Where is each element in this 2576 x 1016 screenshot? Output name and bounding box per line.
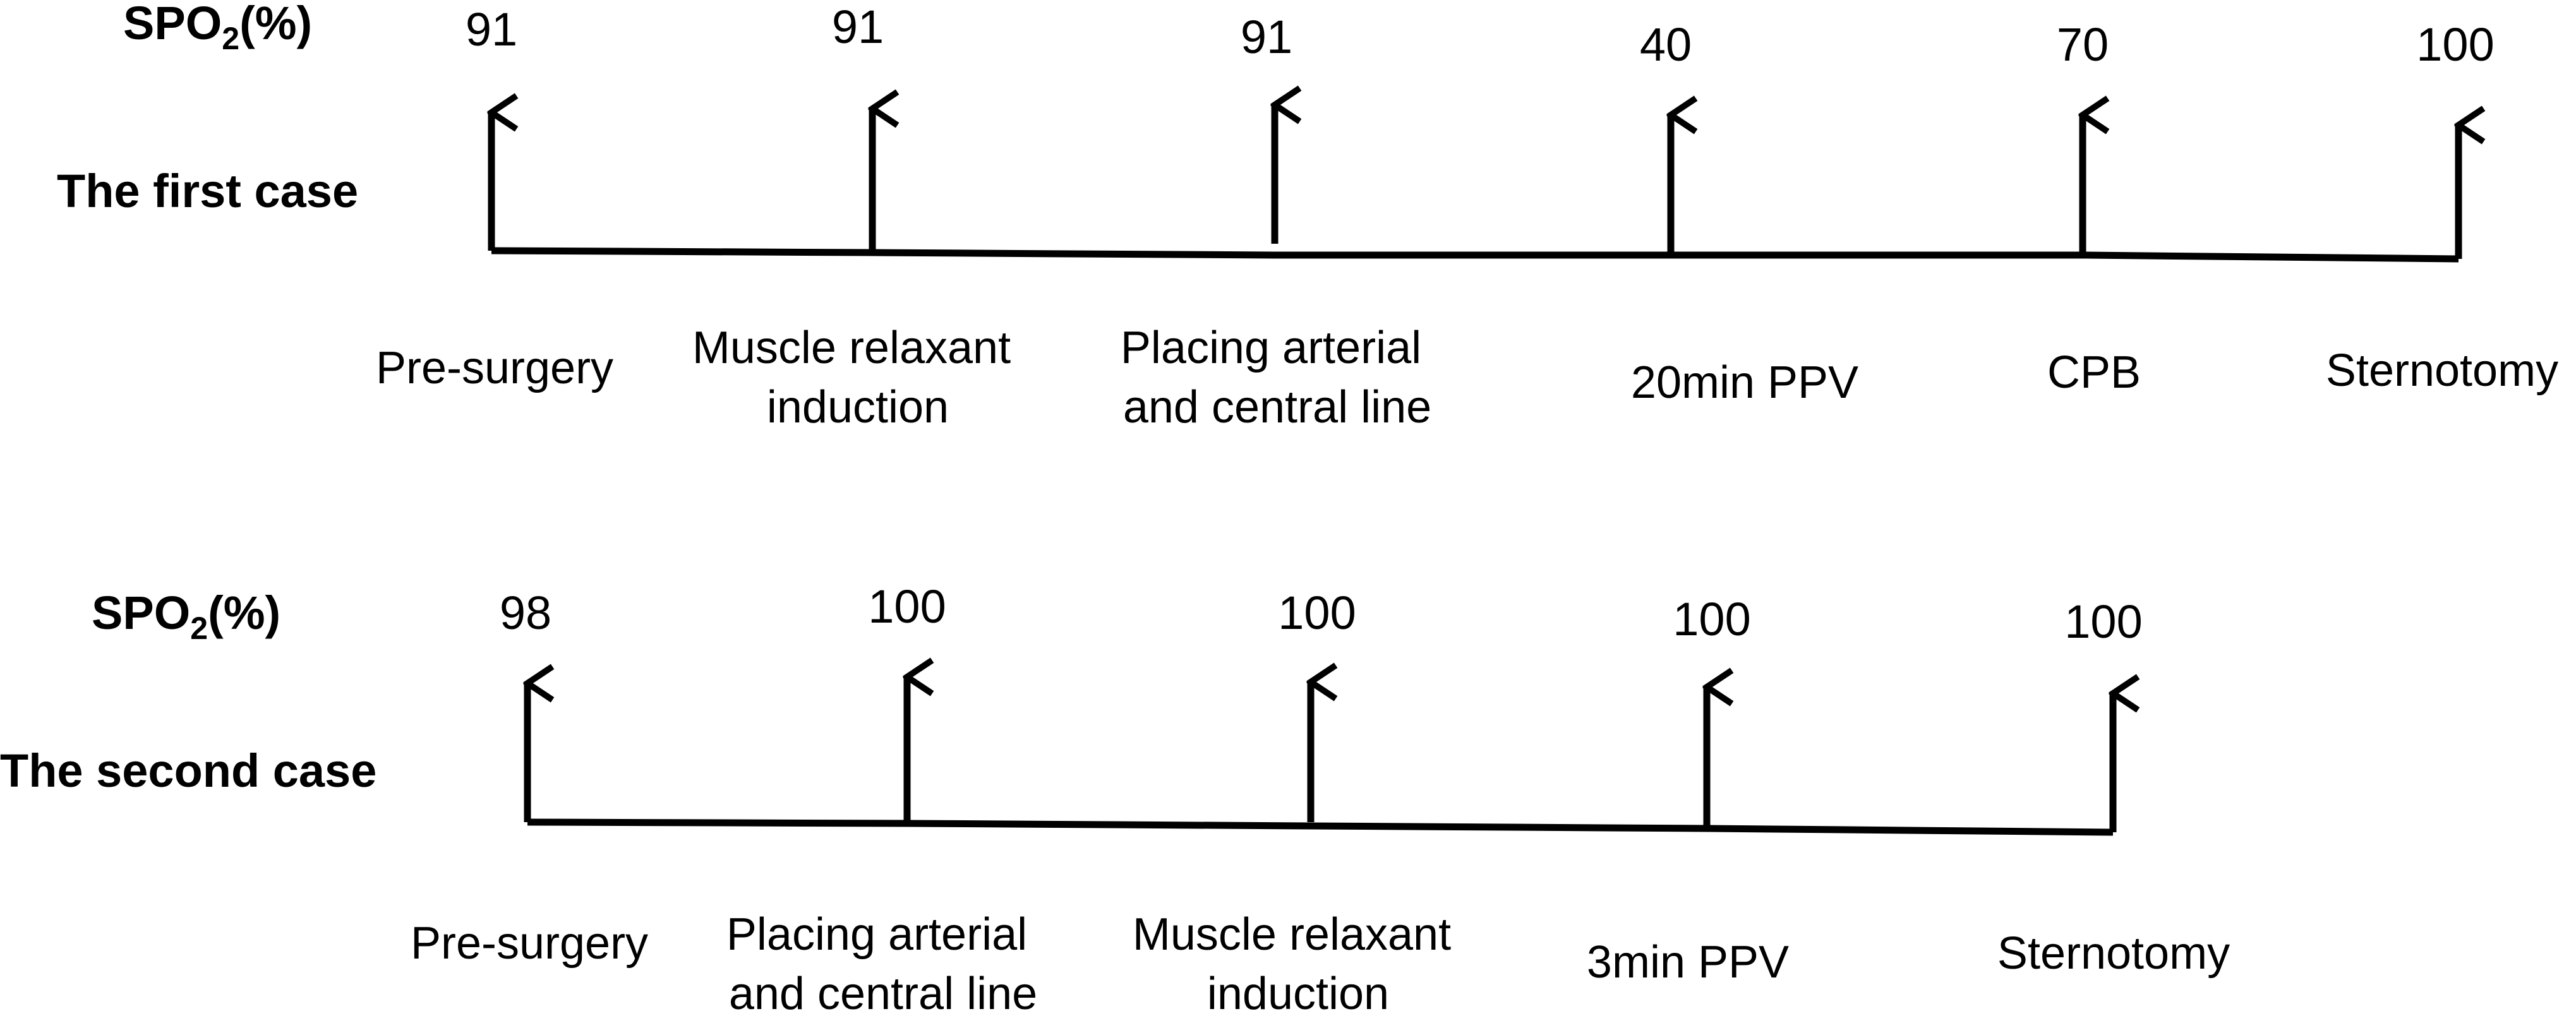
case-1-stage-3-label: Placing arterial and central line: [1121, 323, 1434, 433]
case-1-title: The first case: [57, 165, 358, 217]
case-1-stage-4: 40 20min PPV: [1631, 18, 1858, 408]
case-2-stage-2: 100 Placing arterial and central line: [726, 580, 1040, 1016]
case-1-stage-2: 91 Muscle relaxant induction: [692, 1, 1023, 433]
case-1-stage-1-spo2: 91: [466, 3, 517, 56]
case-1-stage-6-spo2: 100: [2416, 18, 2494, 71]
case-2-stage-4-label: 3min PPV: [1587, 937, 1789, 988]
case-1-timeline-line: [491, 247, 2459, 263]
case-1-stage-6: 100 Sternotomy: [2326, 18, 2558, 396]
case-2-timeline-line: [527, 818, 2114, 836]
case-1-stage-4-spo2: 40: [1640, 18, 1692, 71]
case-2-title: The second case: [0, 744, 376, 797]
case-1-stage-2-spo2: 91: [832, 1, 884, 53]
case-1-spo2-label: SPO2(%): [123, 0, 312, 56]
case-2-stage-3-spo2: 100: [1278, 587, 1356, 639]
case-2-spo2-label: SPO2(%): [92, 587, 280, 646]
case-1-stage-1: 91 Pre-surgery: [376, 3, 613, 393]
case-1-stage-3: 91 Placing arterial and central line: [1121, 11, 1434, 433]
case-2-stage-5-spo2: 100: [2064, 595, 2142, 648]
case-2-stage-5: 100 Sternotomy: [1997, 595, 2230, 979]
case-1-stage-5: 70 CPB: [2047, 18, 2141, 398]
case-1-stage-2-label: Muscle relaxant induction: [692, 323, 1023, 433]
case-1-stage-5-spo2: 70: [2057, 18, 2109, 71]
case-2-stage-2-label: Placing arterial and central line: [726, 909, 1040, 1016]
case-1-stage-4-label: 20min PPV: [1631, 357, 1858, 408]
case-2-stage-5-label: Sternotomy: [1997, 928, 2230, 979]
case-2-stage-3-label: Muscle relaxant induction: [1133, 909, 1464, 1016]
case-2-stage-1-spo2: 98: [500, 587, 551, 639]
case-2-stage-1: 98 Pre-surgery: [411, 587, 648, 969]
case-1-stage-1-label: Pre-surgery: [376, 343, 613, 393]
case-2-group: SPO2(%) The second case 98 Pre-surgery 1…: [0, 580, 2230, 1016]
case-1-stage-6-label: Sternotomy: [2326, 345, 2558, 396]
case-2-stage-4: 100 3min PPV: [1587, 593, 1789, 988]
case-2-stage-1-label: Pre-surgery: [411, 918, 648, 969]
case-1-stage-5-label: CPB: [2047, 347, 2141, 398]
case-1-group: SPO2(%) The first case 91 Pre-surgery 91…: [57, 0, 2558, 433]
case-2-stage-2-spo2: 100: [868, 580, 946, 633]
case-2-stage-4-spo2: 100: [1673, 593, 1750, 645]
case-1-stage-3-spo2: 91: [1241, 11, 1292, 63]
case-2-stage-3: 100 Muscle relaxant induction: [1133, 587, 1464, 1016]
